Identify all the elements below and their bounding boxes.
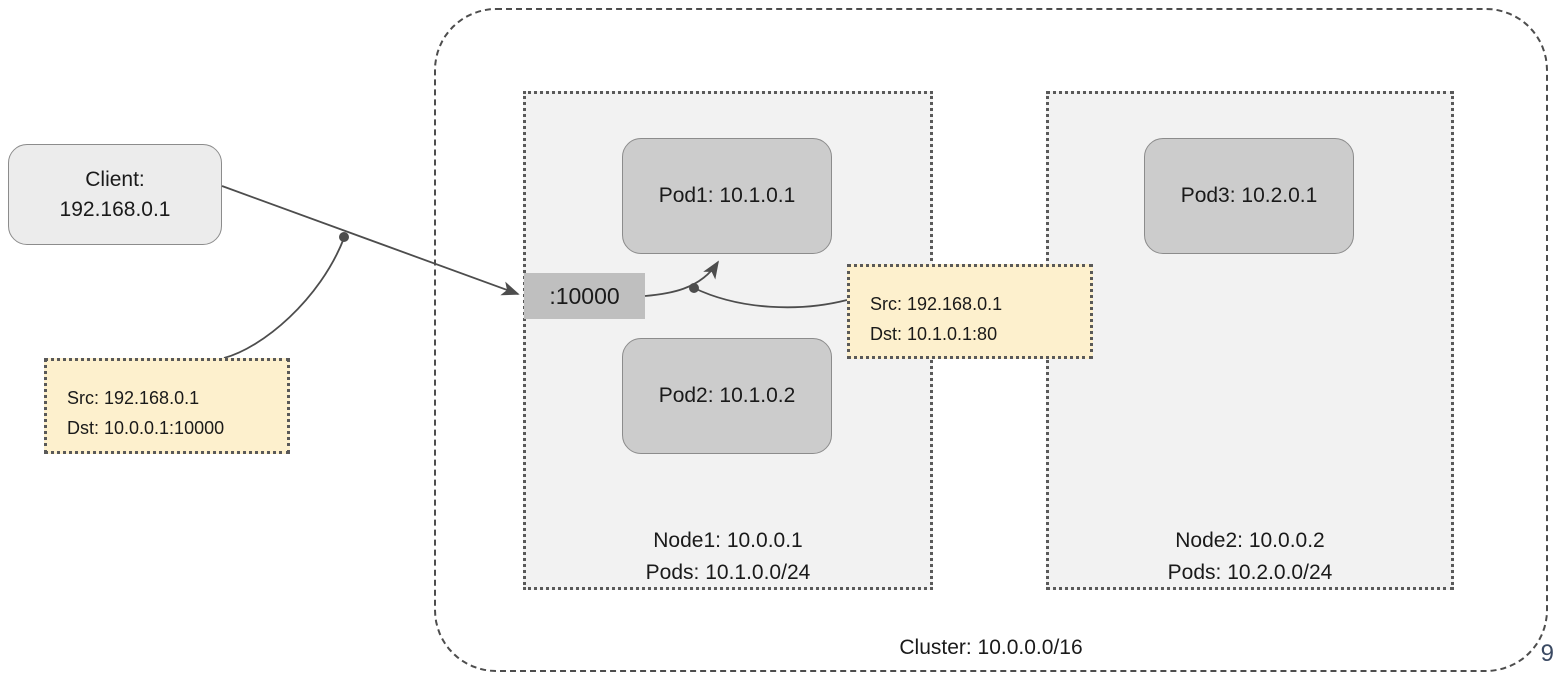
callout-client-dst: Dst: 10.0.0.1:10000	[67, 418, 225, 438]
cluster-label: Cluster: 10.0.0.0/16	[899, 636, 1083, 659]
node-label-node2: Node2: 10.0.0.2 Pods: 10.2.0.0/24	[1046, 525, 1454, 589]
node1-name: Node1: 10.0.0.1	[653, 529, 803, 552]
packet-callout-client: Src: 192.168.0.1 Dst: 10.0.0.1:10000	[44, 358, 290, 454]
pod-box-pod2[interactable]: Pod2: 10.1.0.2	[622, 338, 832, 454]
callout-client-src: Src: 192.168.0.1	[67, 388, 200, 408]
page-number: 9	[1540, 640, 1554, 667]
service-nodeport-box[interactable]: :10000	[524, 273, 645, 319]
client-title: Client:	[85, 167, 145, 191]
pod-box-pod1[interactable]: Pod1: 10.1.0.1	[622, 138, 832, 254]
pod3-label: Pod3: 10.2.0.1	[1180, 184, 1318, 207]
cluster-boundary	[434, 8, 1548, 672]
pod-box-pod3[interactable]: Pod3: 10.2.0.1	[1144, 138, 1354, 254]
node2-name: Node2: 10.0.0.2	[1175, 529, 1325, 552]
node-label-node1: Node1: 10.0.0.1 Pods: 10.1.0.0/24	[523, 525, 933, 589]
node2-pods-cidr: Pods: 10.2.0.0/24	[1167, 561, 1333, 584]
packet-callout-pod1: Src: 192.168.0.1 Dst: 10.1.0.1:80	[847, 264, 1093, 359]
client-ip: 192.168.0.1	[59, 197, 171, 221]
service-port-label: :10000	[549, 282, 620, 309]
callout-pod1-src: Src: 192.168.0.1	[870, 294, 1003, 314]
leader-line-client-callout	[223, 237, 345, 359]
pod2-label: Pod2: 10.1.0.2	[658, 384, 796, 407]
junction-dot-client-callout	[339, 232, 349, 242]
pod1-label: Pod1: 10.1.0.1	[658, 184, 796, 207]
callout-pod1-dst: Dst: 10.1.0.1:80	[870, 324, 998, 344]
client-box[interactable]: Client: 192.168.0.1	[8, 144, 222, 245]
node1-pods-cidr: Pods: 10.1.0.0/24	[645, 561, 811, 584]
